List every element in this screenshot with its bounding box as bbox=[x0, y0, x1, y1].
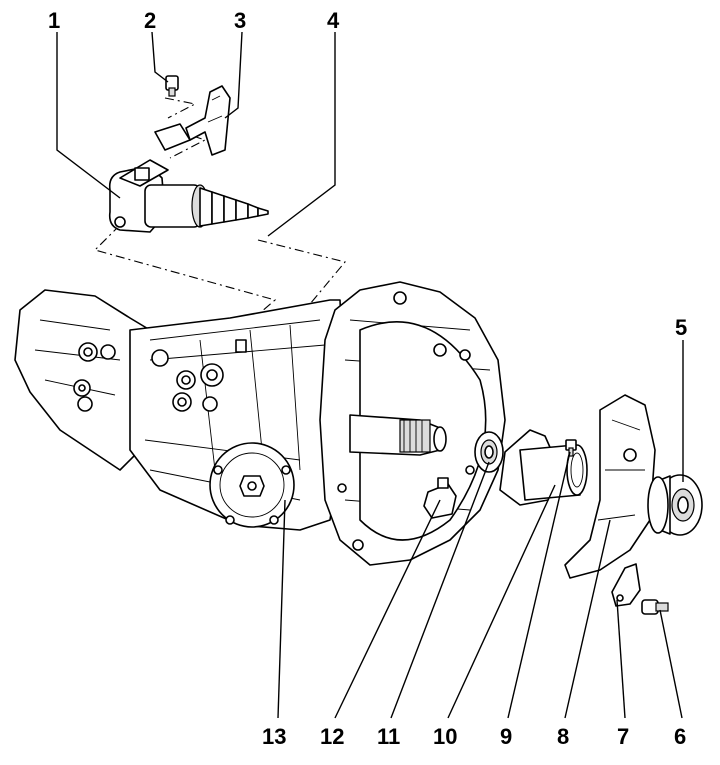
leader-lines bbox=[56, 31, 684, 719]
callout-9: 9 bbox=[500, 724, 512, 749]
shaft-seal-part-11 bbox=[474, 431, 504, 473]
callout-12: 12 bbox=[320, 724, 344, 749]
rubber-boot-part-4 bbox=[199, 187, 269, 227]
callout-3: 3 bbox=[234, 8, 246, 33]
callout-4: 4 bbox=[327, 8, 340, 33]
callout-2: 2 bbox=[144, 8, 156, 33]
callout-8: 8 bbox=[557, 724, 569, 749]
callout-10: 10 bbox=[433, 724, 457, 749]
bracket-part-3 bbox=[154, 85, 231, 156]
slave-cylinder-assembly bbox=[93, 75, 346, 331]
callout-6: 6 bbox=[674, 724, 686, 749]
callout-11: 11 bbox=[377, 724, 400, 749]
bolt-part-9 bbox=[565, 439, 577, 457]
retaining-spring-part-7 bbox=[611, 563, 641, 607]
slave-cylinder-part-1 bbox=[108, 159, 209, 233]
gearbox-housing-part-13 bbox=[14, 281, 506, 566]
guide-sleeve-part-10 bbox=[499, 429, 588, 506]
release-bearing-part-5 bbox=[647, 474, 703, 536]
bolt-part-2 bbox=[165, 75, 179, 97]
bolt-part-6 bbox=[641, 599, 669, 615]
callout-13: 13 bbox=[262, 724, 286, 749]
callout-5: 5 bbox=[675, 315, 687, 340]
callout-7: 7 bbox=[617, 724, 629, 749]
callout-1: 1 bbox=[48, 8, 60, 33]
release-lever-part-8 bbox=[564, 394, 656, 579]
callout-labels: 1 2 3 4 5 6 7 8 9 10 11 12 13 bbox=[48, 8, 687, 749]
